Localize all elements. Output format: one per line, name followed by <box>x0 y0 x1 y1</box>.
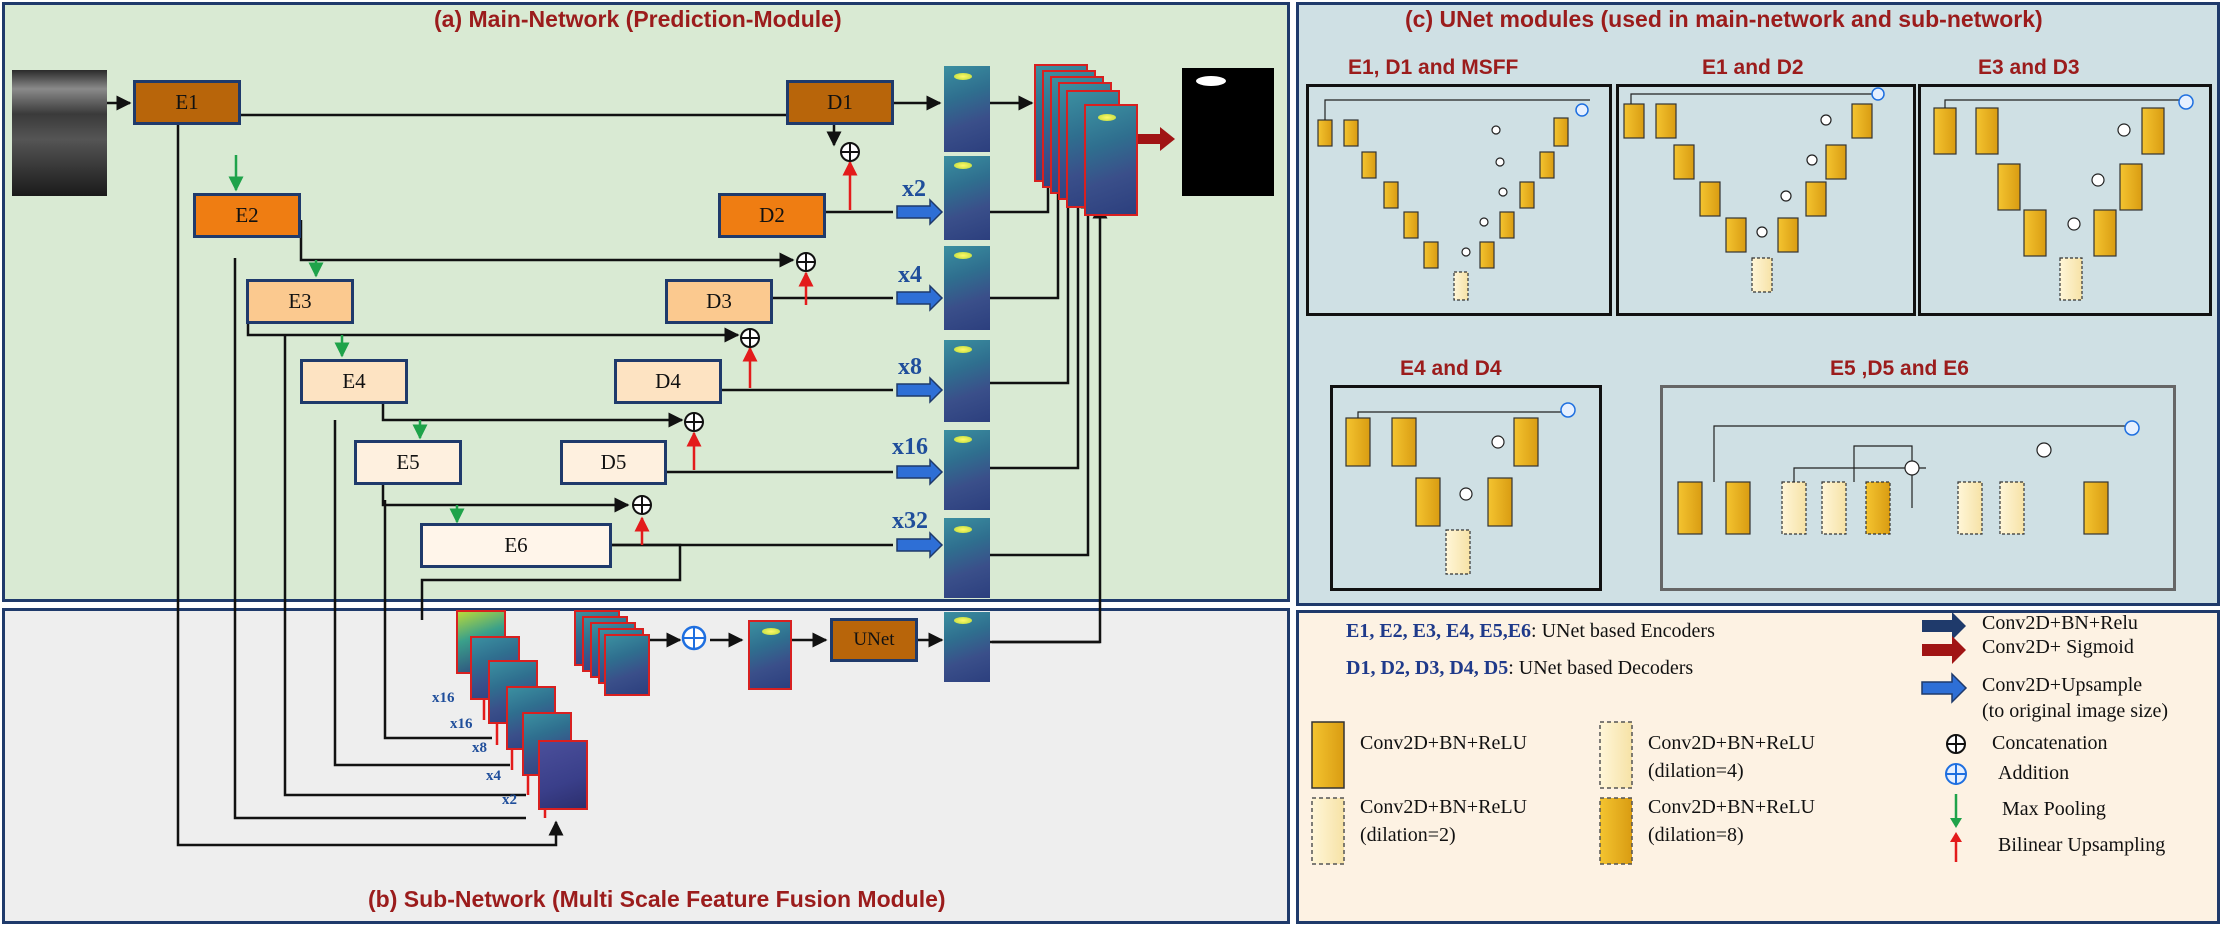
legend-bilinear: Bilinear Upsampling <box>1998 834 2166 856</box>
encoder-e3[interactable]: E3 <box>246 279 354 324</box>
legend-block-d2-l1: Conv2D+BN+ReLU <box>1360 796 1528 818</box>
sub-scale-x16-b: x16 <box>450 716 473 732</box>
module-title-3: E3 and D3 <box>1978 56 2080 79</box>
side-output-map-d4 <box>944 340 990 422</box>
map-hotspot <box>954 346 972 353</box>
legend-block-d4-l2: (dilation=4) <box>1648 760 1744 782</box>
legend-encoders-names: E1, E2, E3, E4, E5,E6 <box>1346 620 1532 642</box>
legend-block-plain: Conv2D+BN+ReLU <box>1360 732 1528 754</box>
side-output-map-d3 <box>944 246 990 330</box>
scale-label-x8: x8 <box>898 354 922 380</box>
sub-output-map <box>944 612 990 682</box>
scale-label-x4: x4 <box>898 262 922 288</box>
legend-block-d8-l2: (dilation=8) <box>1648 824 1744 846</box>
map-hotspot <box>762 628 780 635</box>
scale-label-x2: x2 <box>902 176 926 202</box>
sub-stack-5 <box>604 634 650 696</box>
sub-scale-x16-a: x16 <box>432 690 455 706</box>
legend-block-d8-l1: Conv2D+BN+ReLU <box>1648 796 1816 818</box>
sub-scale-x4: x4 <box>486 768 501 784</box>
map-hotspot <box>954 73 972 80</box>
legend-decoders: D1, D2, D3, D4, D5: UNet based Decoders <box>1346 657 1693 680</box>
mask-lesion <box>1196 76 1226 86</box>
map-hotspot <box>954 162 972 169</box>
module-title-5: E5 ,D5 and E6 <box>1830 357 1969 380</box>
panel-a-title: (a) Main-Network (Prediction-Module) <box>434 6 842 32</box>
legend-concatenation: Concatenation <box>1992 732 2108 754</box>
decoder-d3[interactable]: D3 <box>665 279 773 324</box>
legend-encoders-desc: : UNet based Encoders <box>1531 620 1715 642</box>
sub-unet-block[interactable]: UNet <box>830 618 918 662</box>
legend-arrow-upsample-l1: Conv2D+Upsample <box>1982 674 2143 696</box>
panel-b-title: (b) Sub-Network (Multi Scale Feature Fus… <box>368 886 946 912</box>
legend-decoders-names: D1, D2, D3, D4, D5 <box>1346 657 1509 679</box>
legend-arrow-sigmoid: Conv2D+ Sigmoid <box>1982 636 2134 658</box>
legend-panel <box>1296 610 2220 924</box>
input-ultrasound-image <box>12 70 107 196</box>
encoder-e4[interactable]: E4 <box>300 359 408 404</box>
side-output-map-e6 <box>944 518 990 598</box>
module-title-2: E1 and D2 <box>1702 56 1804 79</box>
scale-label-x32: x32 <box>892 508 928 534</box>
legend-arrow-upsample-l2: (to original image size) <box>1982 700 2169 722</box>
side-output-map-d1 <box>944 66 990 152</box>
side-output-map-d5 <box>944 430 990 510</box>
legend-arrow-relu: Conv2D+BN+Relu <box>1982 612 2138 634</box>
legend-block-d4-l1: Conv2D+BN+ReLU <box>1648 732 1816 754</box>
decoder-d1[interactable]: D1 <box>786 80 894 125</box>
sub-scale-x2: x2 <box>502 792 517 808</box>
legend-maxpooling: Max Pooling <box>2002 798 2106 820</box>
decoder-d5[interactable]: D5 <box>560 440 667 485</box>
sub-fused-map <box>748 620 792 690</box>
module-title-4: E4 and D4 <box>1400 357 1502 380</box>
sub-map-x2-b <box>538 740 588 810</box>
legend-addition: Addition <box>1998 762 2070 784</box>
map-hotspot <box>954 252 972 259</box>
stacked-map-6 <box>1084 104 1138 216</box>
encoder-e5[interactable]: E5 <box>354 440 462 485</box>
legend-block-d2-l2: (dilation=2) <box>1360 824 1456 846</box>
decoder-d2[interactable]: D2 <box>718 193 826 238</box>
decoder-d4[interactable]: D4 <box>614 359 722 404</box>
map-hotspot <box>1098 114 1116 121</box>
scale-label-x16: x16 <box>892 434 928 460</box>
encoder-e2[interactable]: E2 <box>193 193 301 238</box>
side-output-map-d2 <box>944 156 990 240</box>
map-hotspot <box>954 617 972 624</box>
panel-c-title: (c) UNet modules (used in main-network a… <box>1405 6 2043 32</box>
encoder-e6[interactable]: E6 <box>420 523 612 568</box>
sub-scale-x8: x8 <box>472 740 487 756</box>
map-hotspot <box>954 436 972 443</box>
module-title-1: E1, D1 and MSFF <box>1348 56 1519 79</box>
output-segmentation-mask <box>1182 68 1274 196</box>
legend-decoders-desc: : UNet based Decoders <box>1508 657 1694 679</box>
encoder-e1[interactable]: E1 <box>133 80 241 125</box>
legend-encoders: E1, E2, E3, E4, E5,E6: UNet based Encode… <box>1346 620 1715 643</box>
map-hotspot <box>954 526 972 533</box>
